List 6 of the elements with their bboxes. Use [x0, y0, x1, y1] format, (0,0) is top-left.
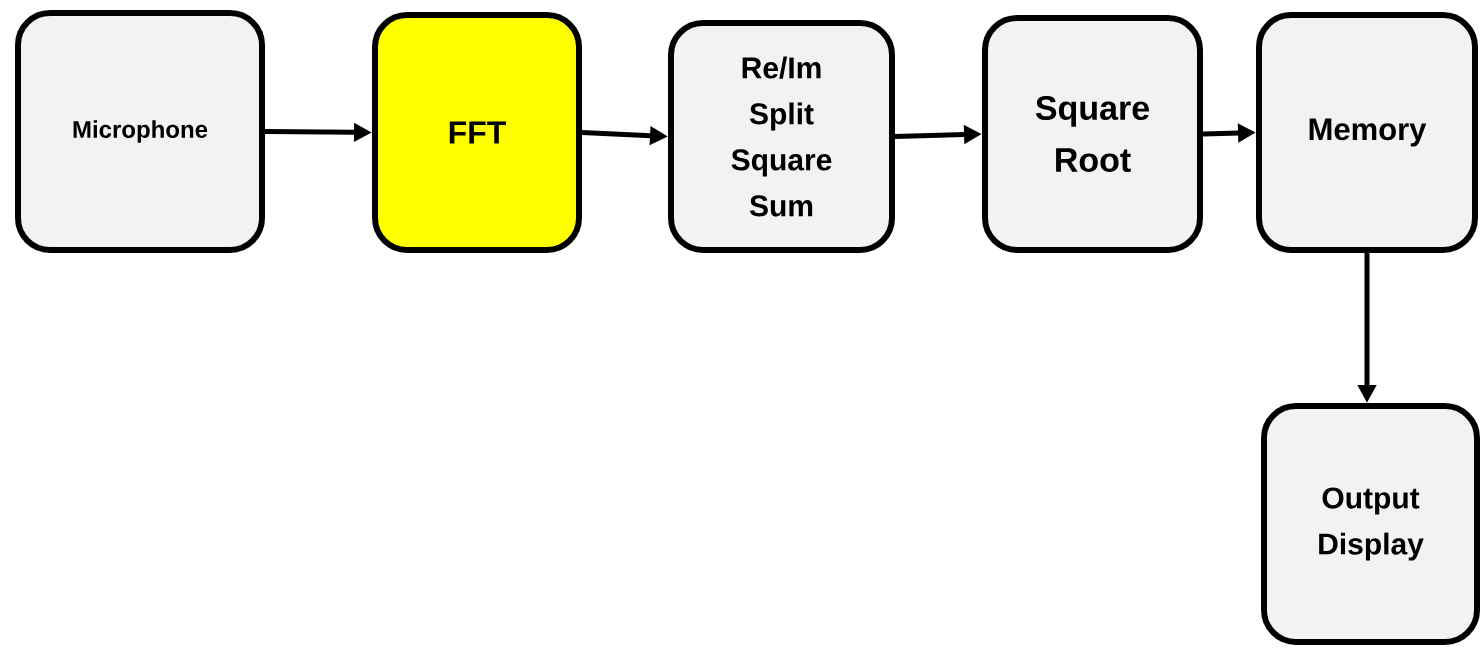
- process-box: Microphone: [15, 10, 265, 253]
- process-box: Re/Im Split Square Sum: [668, 20, 895, 253]
- process-box: Memory: [1256, 12, 1478, 253]
- process-box: Output Display: [1261, 403, 1480, 645]
- process-box: FFT: [372, 12, 582, 253]
- process-box: Square Root: [982, 15, 1203, 253]
